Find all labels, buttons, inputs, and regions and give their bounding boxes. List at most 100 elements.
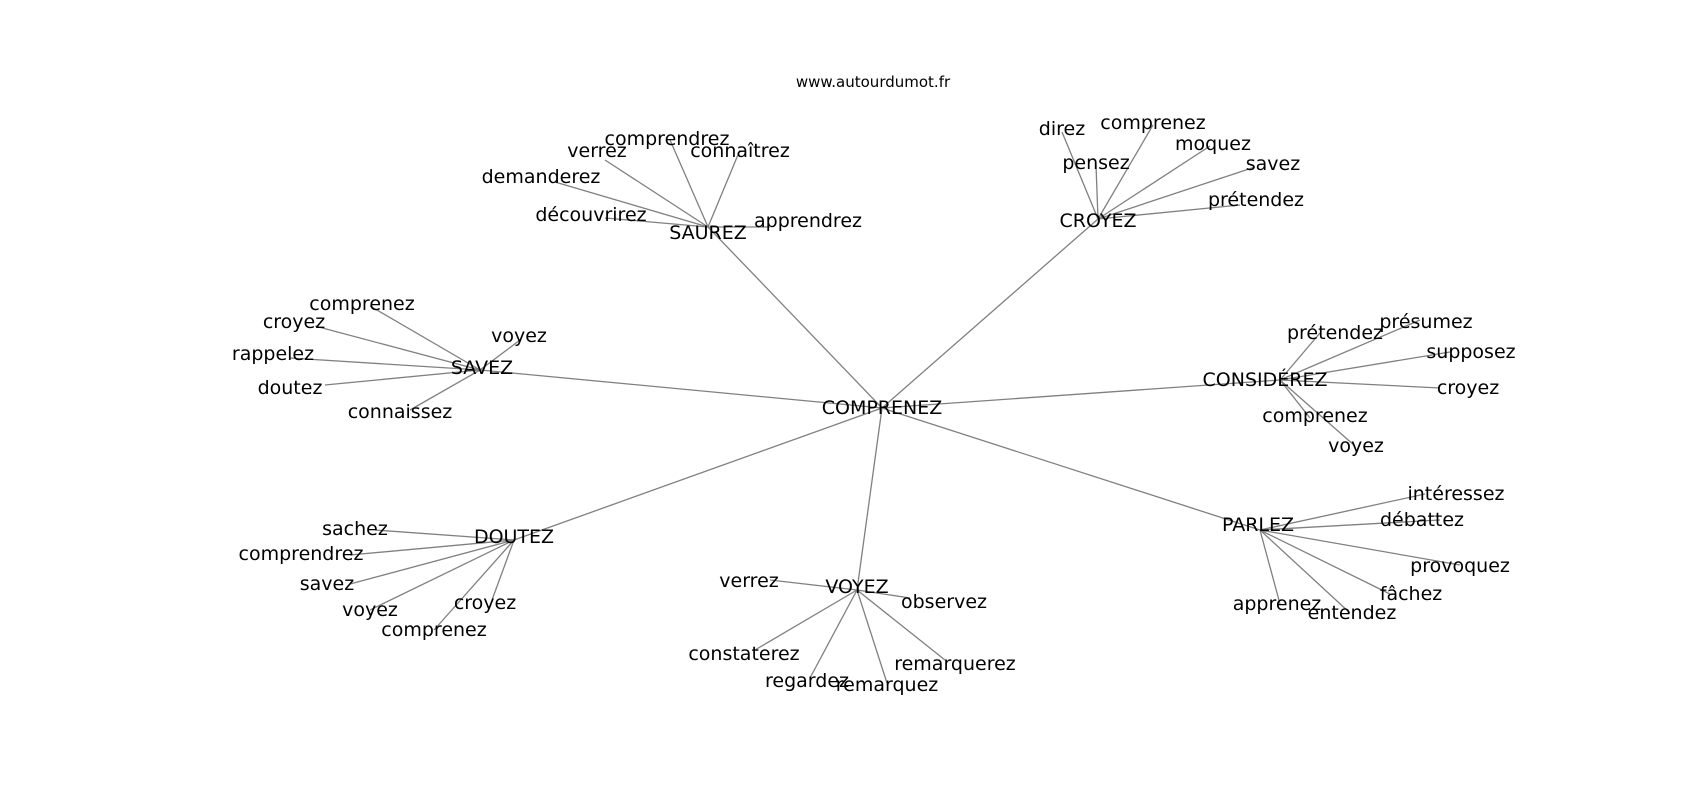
edge-hub-leaf [1279,319,1421,381]
edge-hub-leaf [554,181,709,228]
leaf-node-label: savez [300,573,354,595]
center-node-label: COMPRENEZ [822,397,943,419]
edge-hub-leaf [409,369,481,411]
leaf-node-label: constaterez [688,643,799,665]
hub-node-label: SAUREZ [669,222,747,244]
leaf-node-label: présumez [1379,311,1472,333]
edge-hub-leaf [1279,379,1356,447]
leaf-node-label: prétendez [1208,189,1304,211]
edge-hub-leaf [1259,529,1461,566]
leaf-node-label: provoquez [1410,555,1510,577]
edge-hub-leaf [374,529,515,541]
edge-center-hub [479,369,883,409]
leaf-node-label: comprenez [381,619,486,641]
leaf-node-label: pensez [1062,152,1129,174]
leaf-node-label: remarquerez [894,653,1016,675]
edge-hub-leaf [856,589,911,599]
edge-hub-leaf [856,589,946,661]
leaf-node-label: remarquez [836,674,939,696]
leaf-node-label: comprenez [309,293,414,315]
leaf-node-label: comprendrez [605,128,730,150]
leaf-node-label: comprendrez [239,543,364,565]
leaf-node-label: voyez [1328,435,1384,457]
leaf-node-label: moquez [1175,133,1251,155]
hub-node-label: PARLEZ [1222,514,1294,536]
edge-hub-leaf [369,305,481,371]
edge-center-hub [881,407,1261,531]
edge-center-hub [513,407,883,541]
edge-hub-leaf [349,539,515,556]
leaf-node-label: sachez [322,518,388,540]
edge-hub-leaf [669,139,709,228]
leaf-node-label: comprenez [1262,405,1367,427]
hub-node-label: SAVEZ [451,357,513,379]
edge-center-hub [707,226,883,409]
edge-hub-leaf [1279,379,1441,389]
leaf-node-label: entendez [1308,602,1397,624]
leaf-node-label: voyez [491,325,547,347]
edge-hub-leaf [491,539,515,601]
leaf-node-label: croyez [454,592,516,614]
leaf-node-label: débattez [1380,509,1464,531]
edge-hub-leaf [1259,519,1441,531]
edge-hub-leaf [1097,145,1211,220]
hub-node-label: CONSIDÉREZ [1203,368,1328,391]
leaf-node-label: fâchez [1380,583,1443,605]
edge-center-hub [856,407,883,591]
leaf-node-label: croyez [1437,377,1499,399]
leaf-node-label: regardez [765,670,849,692]
leaf-node-label: supposez [1426,341,1515,363]
edge-hub-leaf [604,217,709,228]
graph-edges [289,124,1461,684]
edge-hub-leaf [1095,164,1099,220]
edge-hub-leaf [349,539,515,585]
leaf-node-label: doutez [258,377,323,399]
edge-center-hub [881,218,1099,409]
leaf-node-label: rappelez [232,343,314,365]
edge-hub-leaf [1259,529,1281,605]
edge-hub-leaf [1259,529,1391,595]
edge-hub-leaf [809,589,858,679]
edge-hub-leaf [1279,351,1451,381]
leaf-node-label: voyez [342,599,398,621]
leaf-node-label: comprenez [1100,112,1205,134]
edge-hub-leaf [369,539,515,611]
edge-hub-leaf [289,357,481,371]
edge-hub-leaf [754,589,858,651]
leaf-node-label: connaîtrez [690,140,790,162]
leaf-node-label: intéressez [1407,483,1504,505]
edge-hub-leaf [314,325,481,371]
edge-hub-leaf [1061,131,1099,220]
edge-hub-leaf [324,369,481,386]
edge-hub-leaf [707,149,741,228]
edge-hub-leaf [769,579,858,591]
graph-labels: COMPRENEZ SAUREZ comprendrez verrez connaîtr… [232,112,1516,696]
edge-hub-leaf [1097,166,1256,220]
watermark: www.autourdumot.fr [796,73,951,91]
leaf-node-label: savez [1246,153,1300,175]
edge-hub-leaf [433,539,515,631]
leaf-node-label: observez [901,591,987,613]
leaf-node-label: apprendrez [754,210,862,232]
leaf-node-label: prétendez [1287,322,1383,344]
edge-hub-leaf [1097,124,1154,220]
leaf-node-label: verrez [719,570,778,592]
edge-hub-leaf [1279,332,1321,381]
edge-hub-leaf [604,159,709,228]
edge-hub-leaf [1279,379,1311,419]
leaf-node-label: demanderez [482,166,601,188]
edge-hub-leaf [1259,529,1351,614]
leaf-node-label: connaissez [348,401,453,423]
hub-node-label: DOUTEZ [474,526,554,548]
leaf-node-label: apprenez [1233,593,1322,615]
hub-node-label: VOYEZ [825,576,888,598]
edge-hub-leaf [1097,204,1241,220]
leaf-node-label: direz [1039,118,1085,140]
edge-center-hub [881,379,1281,409]
leaf-node-label: découvrirez [535,204,646,226]
edge-hub-leaf [1259,493,1426,531]
hub-node-label: CROYEZ [1059,210,1136,232]
edge-hub-leaf [856,589,888,684]
leaf-node-label: croyez [263,311,325,333]
